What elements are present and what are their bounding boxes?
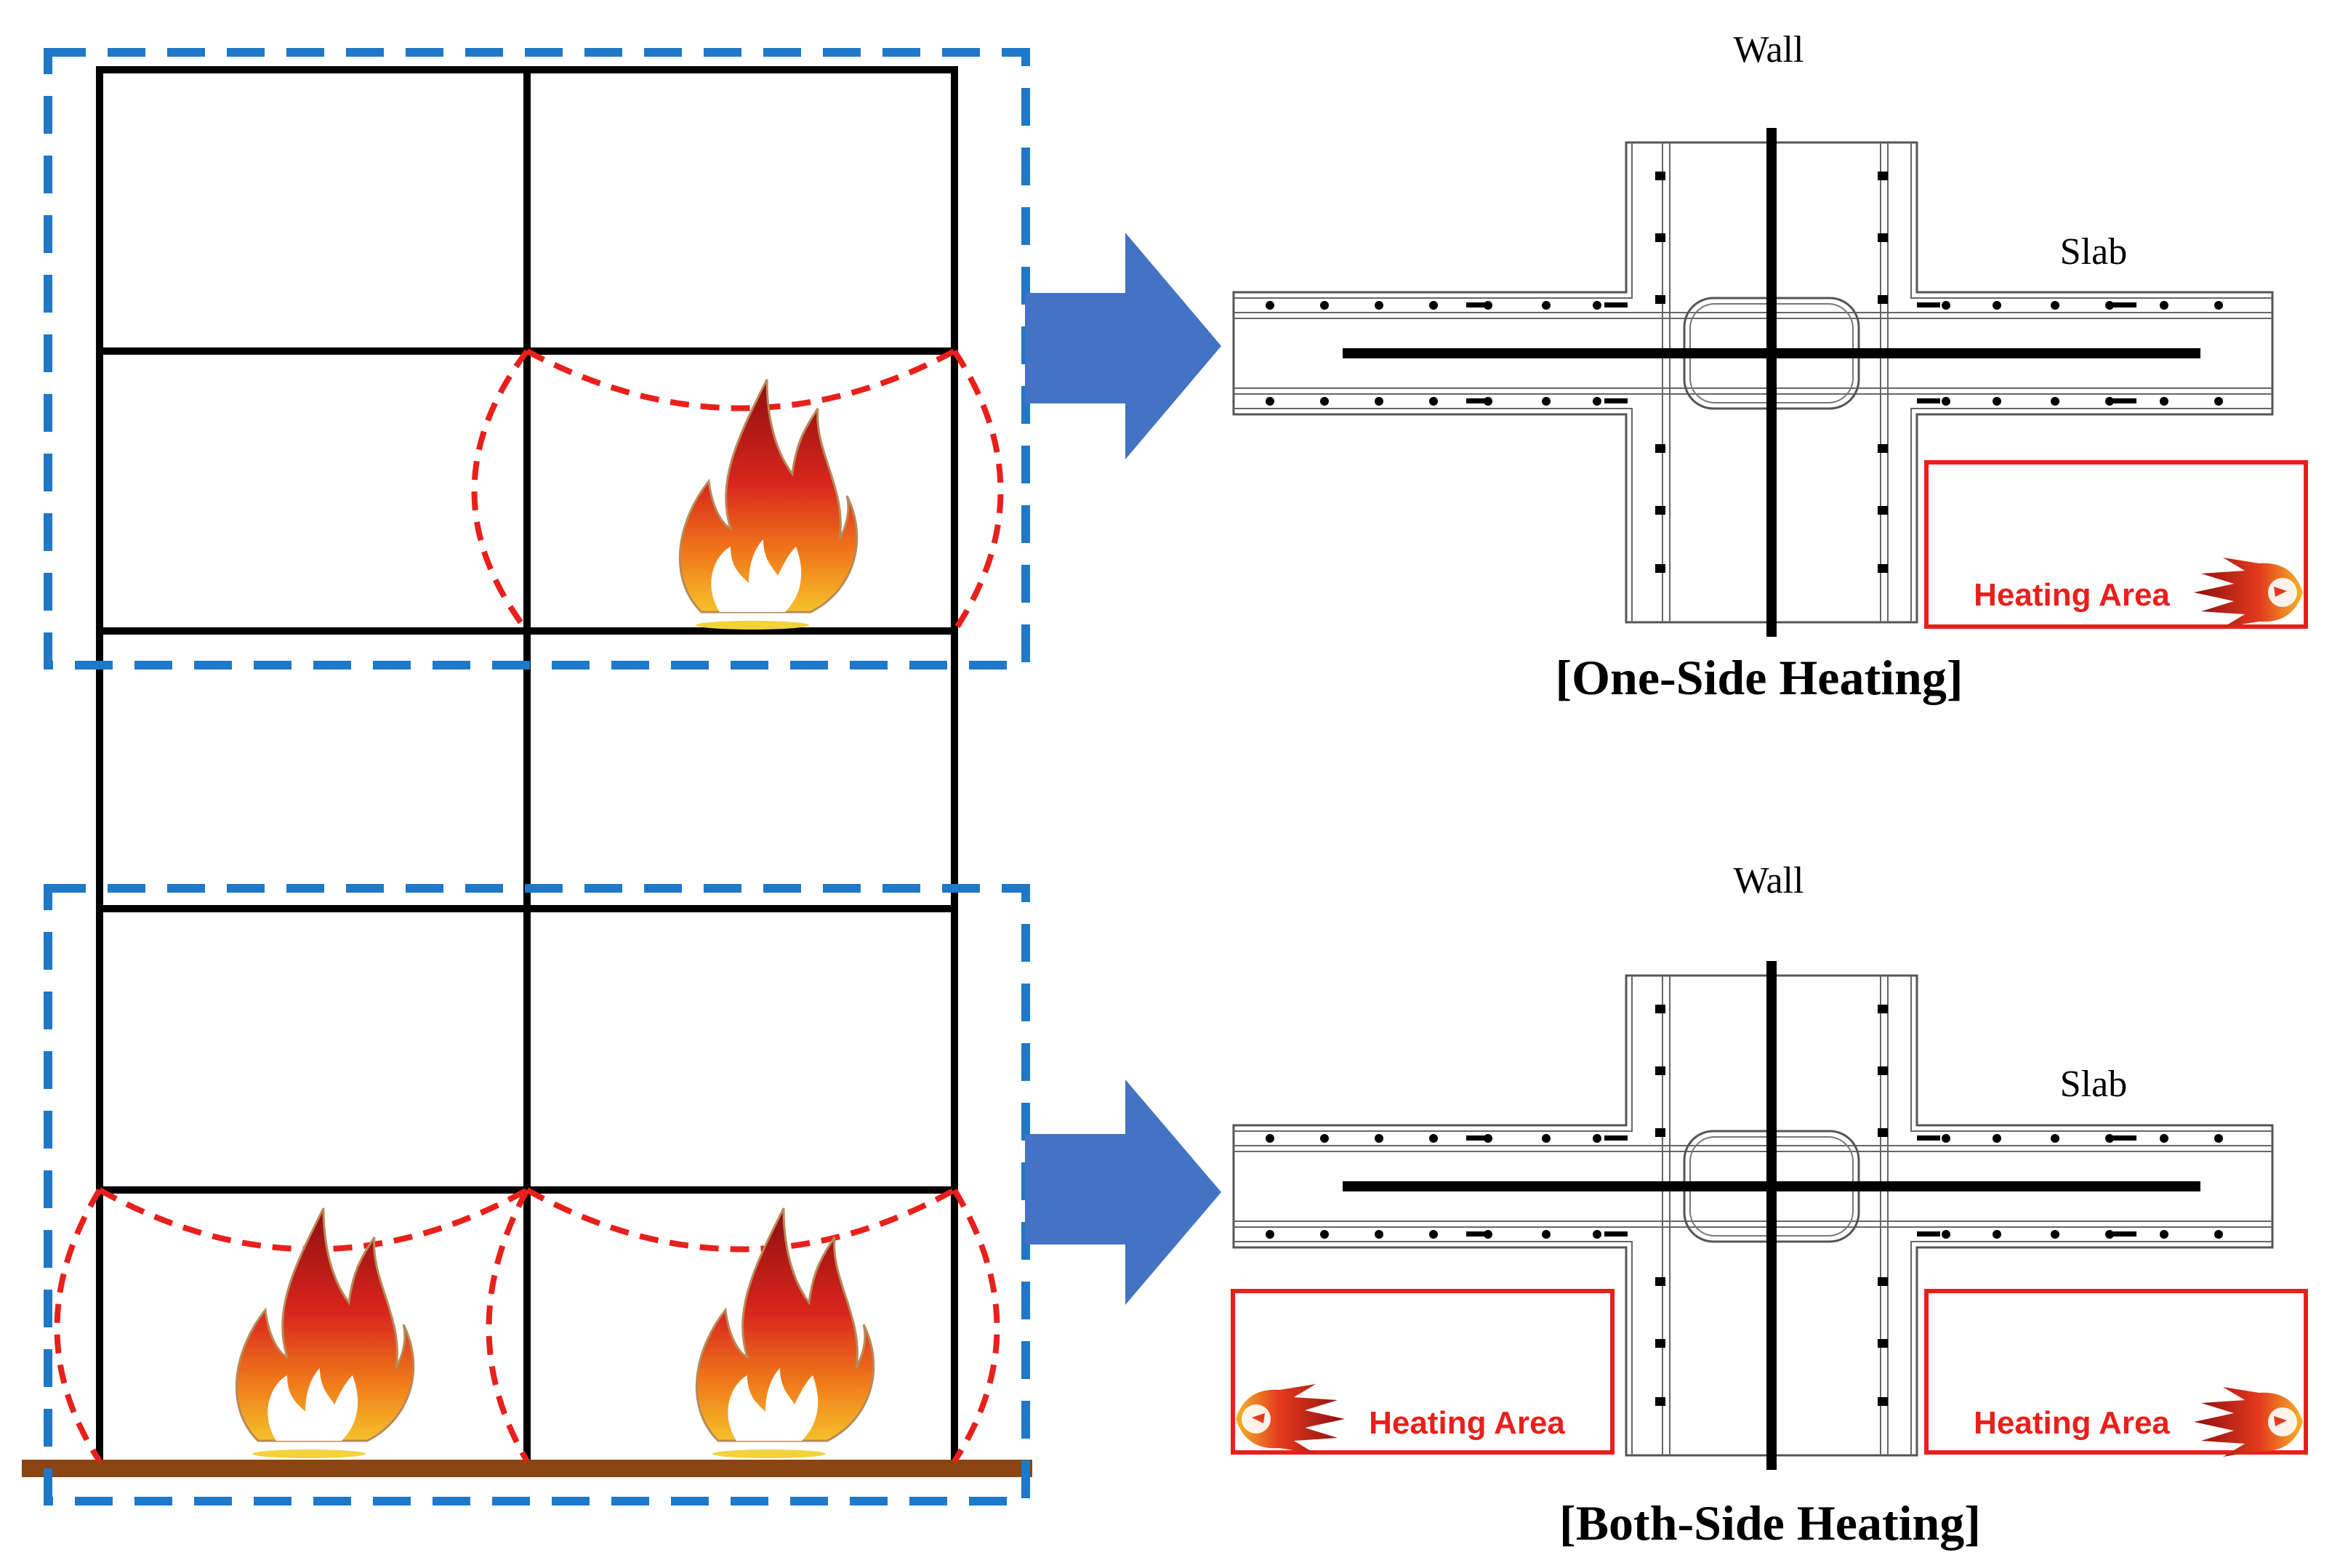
heating-area-box (1924, 460, 2308, 629)
heating-area-box-right (1924, 1289, 2308, 1455)
fire-icon (695, 1207, 875, 1460)
upper-influence-zone (471, 348, 1004, 633)
fireball-icon (2194, 1387, 2303, 1457)
heating-area-label: Heating Area (1974, 577, 2170, 613)
bottom-joint-section: Wall Slab Heating Area Heating Area [Bot… (1231, 860, 2308, 1551)
wall-slab-joint (1234, 128, 2272, 637)
wall-label: Wall (1734, 860, 1804, 901)
wall-slab-joint (1234, 961, 2272, 1470)
wall-label: Wall (1734, 29, 1804, 71)
ground (22, 1460, 1032, 1477)
fire-icon (678, 378, 859, 631)
fireball-icon (2194, 558, 2303, 627)
caption: [One-Side Heating] (1556, 650, 1963, 705)
slab-label: Slab (2060, 1064, 2127, 1105)
right-arrow-icon (1025, 1079, 1221, 1305)
heating-area-label-left: Heating Area (1369, 1405, 1565, 1441)
fireball-icon (1236, 1384, 1345, 1454)
right-arrow-icon (1025, 233, 1221, 459)
top-joint-section: Wall Slab Heating Area [One-Side Heating… (1234, 29, 2308, 705)
caption: [Both-Side Heating] (1559, 1495, 1981, 1551)
heating-area-label-right: Heating Area (1974, 1405, 2170, 1441)
heating-area-box-left (1231, 1289, 1615, 1455)
fire-icon (235, 1207, 415, 1460)
slab-label: Slab (2060, 231, 2127, 273)
